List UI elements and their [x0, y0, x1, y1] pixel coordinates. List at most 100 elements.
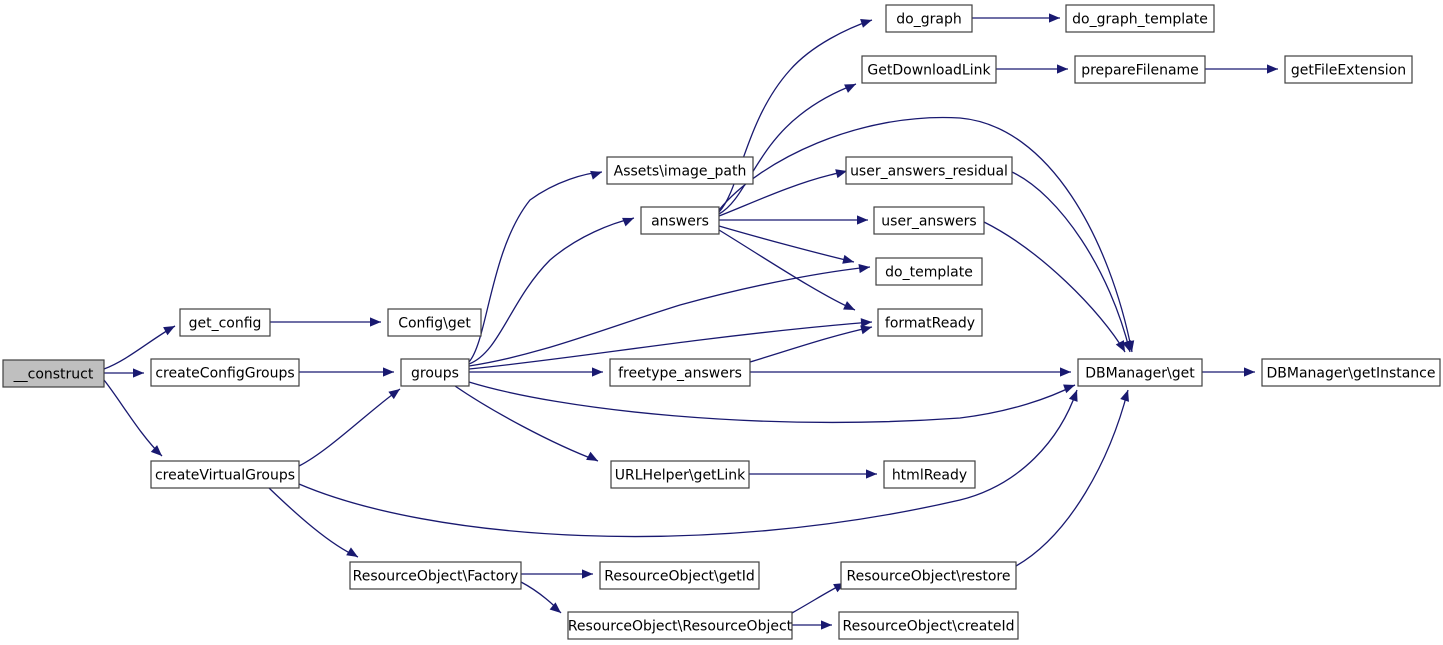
edge-resource_restore-to-dbmanager_get: [1015, 389, 1129, 567]
arrowhead: [866, 469, 877, 479]
node-formatReady[interactable]: formatReady: [877, 308, 983, 337]
node-resourceFactory[interactable]: ResourceObject\Factory: [349, 561, 522, 590]
node-dbmanager_getinstance[interactable]: DBManager\getInstance: [1261, 358, 1441, 387]
node-createConfigGroups[interactable]: createConfigGroups: [150, 358, 300, 387]
node-box-config_get[interactable]: [387, 308, 482, 337]
nodes-layer: __construct get_config createConfigGroups c…: [2, 4, 1441, 640]
node-config_get[interactable]: Config\get: [387, 308, 482, 337]
node-do_graph[interactable]: do_graph: [885, 4, 973, 33]
arrowhead: [860, 325, 872, 335]
node-construct[interactable]: __construct: [2, 359, 105, 388]
node-groups[interactable]: groups: [400, 358, 470, 387]
node-box-construct[interactable]: [2, 359, 105, 388]
node-box-user_answers[interactable]: [873, 206, 985, 235]
arrowhead: [1122, 340, 1132, 352]
node-user_answers_residual[interactable]: user_answers_residual: [845, 156, 1013, 185]
edge-groups-to-dbmanager_get: [468, 381, 1076, 423]
node-assets_image_path[interactable]: Assets\image_path: [606, 156, 754, 185]
arrowhead: [860, 19, 872, 28]
node-label-resource_getid: ResourceObject\getId: [604, 569, 755, 585]
node-label-do_template: do_template: [885, 265, 973, 281]
node-box-dbmanager_get[interactable]: [1077, 358, 1203, 387]
node-box-resource_createid[interactable]: [838, 611, 1019, 640]
node-box-getfileextension[interactable]: [1284, 55, 1413, 84]
node-user_answers[interactable]: user_answers: [873, 206, 985, 235]
edge-createVirtualGroups-to-dbmanager_get: [298, 389, 1078, 538]
node-box-freetype_answers[interactable]: [609, 358, 751, 387]
node-box-urlhelper_getlink[interactable]: [610, 460, 750, 489]
edges-layer: [103, 17, 1278, 626]
node-htmlReady[interactable]: htmlReady: [883, 460, 976, 489]
edge-groups-to-do_template: [468, 266, 871, 367]
node-box-getdownloadlink[interactable]: [861, 55, 997, 84]
node-getfileextension[interactable]: getFileExtension: [1284, 55, 1413, 84]
node-label-createConfigGroups: createConfigGroups: [155, 366, 294, 382]
node-label-assets_image_path: Assets\image_path: [614, 164, 747, 180]
arrowhead: [150, 445, 162, 456]
node-preparefilename[interactable]: prepareFilename: [1074, 55, 1206, 84]
edge-groups-to-formatReady: [468, 321, 873, 370]
arrowhead: [370, 317, 381, 327]
arrowhead: [622, 217, 634, 227]
node-do_graph_template[interactable]: do_graph_template: [1065, 4, 1215, 33]
node-box-do_graph[interactable]: [885, 4, 973, 33]
node-resource_createid[interactable]: ResourceObject\createId: [838, 611, 1019, 640]
node-box-createConfigGroups[interactable]: [150, 358, 300, 387]
node-label-resource_createid: ResourceObject\createId: [843, 619, 1015, 635]
node-label-resource_restore: ResourceObject\restore: [847, 569, 1011, 585]
node-box-htmlReady[interactable]: [883, 460, 976, 489]
node-get_config[interactable]: get_config: [179, 308, 271, 337]
node-box-resource_getid[interactable]: [599, 561, 760, 590]
node-box-formatReady[interactable]: [877, 308, 983, 337]
node-label-resourceFactory: ResourceObject\Factory: [353, 569, 519, 585]
node-box-do_graph_template[interactable]: [1065, 4, 1215, 33]
node-label-answers: answers: [651, 214, 709, 230]
node-label-getfileextension: getFileExtension: [1291, 63, 1406, 79]
node-box-groups[interactable]: [400, 358, 470, 387]
arrowhead: [860, 318, 872, 328]
arrowhead: [835, 169, 847, 179]
node-box-preparefilename[interactable]: [1074, 55, 1206, 84]
edge-createVirtualGroups-to-groups: [298, 388, 401, 467]
arrowhead: [858, 263, 870, 274]
node-label-user_answers: user_answers: [881, 214, 976, 230]
node-urlhelper_getlink[interactable]: URLHelper\getLink: [610, 460, 750, 489]
node-label-construct: __construct: [13, 367, 94, 383]
arrowhead: [843, 301, 855, 310]
node-resource_resourceobj[interactable]: ResourceObject\ResourceObject: [567, 611, 793, 640]
node-resource_getid[interactable]: ResourceObject\getId: [599, 561, 760, 590]
edge-construct-to-createVirtualGroups: [103, 379, 163, 457]
arrowhead: [821, 620, 832, 630]
node-createVirtualGroups[interactable]: createVirtualGroups: [150, 460, 300, 489]
edge-groups-to-urlhelper_getlink: [454, 385, 599, 462]
node-box-assets_image_path[interactable]: [606, 156, 754, 185]
node-freetype_answers[interactable]: freetype_answers: [609, 358, 751, 387]
node-do_template[interactable]: do_template: [875, 257, 983, 286]
node-box-resource_resourceobj[interactable]: [567, 611, 793, 640]
arrowhead: [163, 326, 175, 336]
node-answers[interactable]: answers: [640, 206, 720, 235]
node-box-answers[interactable]: [640, 206, 720, 235]
node-dbmanager_get[interactable]: DBManager\get: [1077, 358, 1203, 387]
arrowhead: [590, 170, 602, 180]
arrowhead: [549, 602, 561, 613]
node-label-urlhelper_getlink: URLHelper\getLink: [615, 468, 746, 484]
edge-answers-to-formatReady: [718, 229, 856, 311]
node-box-dbmanager_getinstance[interactable]: [1261, 358, 1441, 387]
arrowhead: [582, 569, 593, 579]
node-box-resource_restore[interactable]: [840, 561, 1017, 590]
node-box-get_config[interactable]: [179, 308, 271, 337]
node-label-htmlReady: htmlReady: [892, 468, 967, 484]
node-box-resourceFactory[interactable]: [349, 561, 522, 590]
node-resource_restore[interactable]: ResourceObject\restore: [840, 561, 1017, 590]
node-box-createVirtualGroups[interactable]: [150, 460, 300, 489]
node-box-user_answers_residual[interactable]: [845, 156, 1013, 185]
node-getdownloadlink[interactable]: GetDownloadLink: [861, 55, 997, 84]
edge-user_answers-to-dbmanager_get: [983, 221, 1126, 353]
arrowhead: [1267, 64, 1278, 74]
node-label-do_graph_template: do_graph_template: [1072, 12, 1208, 28]
arrowhead: [1068, 390, 1078, 402]
node-box-do_template[interactable]: [875, 257, 983, 286]
